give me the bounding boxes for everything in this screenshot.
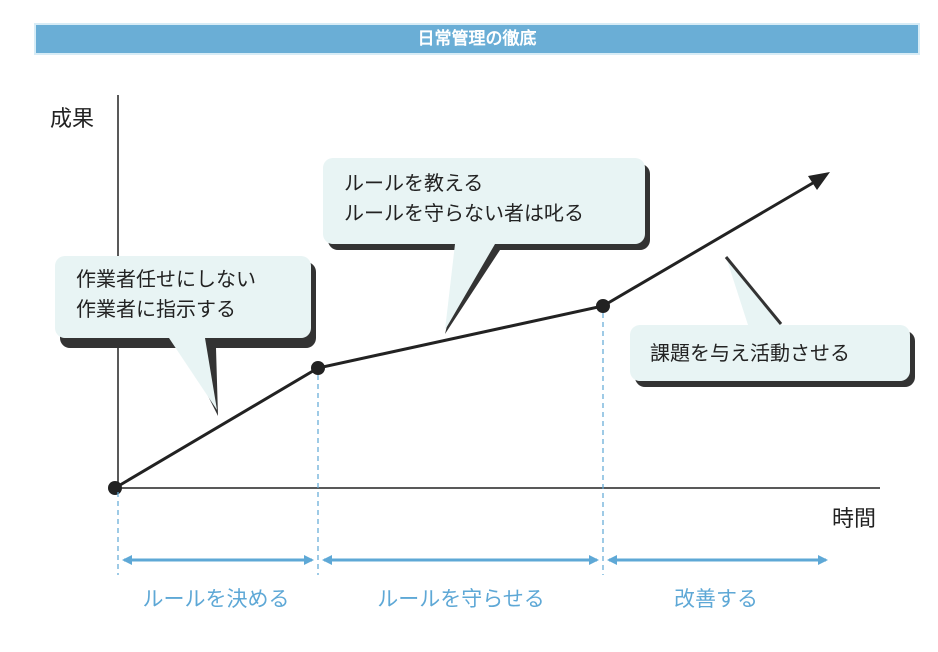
point-start bbox=[108, 481, 122, 495]
callout-3: 課題を与え活動させる bbox=[630, 256, 915, 387]
callout-3-line-1: 課題を与え活動させる bbox=[650, 341, 850, 365]
x-axis-label: 時間 bbox=[832, 507, 876, 532]
diagram-title: 日常管理の徹底 bbox=[34, 23, 920, 55]
callout-2: ルールを教える ルールを守らない者は叱る bbox=[323, 158, 650, 334]
growth-line bbox=[114, 178, 819, 490]
callout-1-line-1: 作業者任せにしない bbox=[76, 267, 256, 291]
phase-label-2: ルールを守らせる bbox=[377, 587, 545, 611]
callout-1: 作業者任せにしない 作業者に指示する bbox=[55, 256, 316, 416]
callout-1-line-2: 作業者に指示する bbox=[76, 297, 236, 321]
growth-arrowhead bbox=[808, 172, 830, 190]
phase-label-1: ルールを決める bbox=[143, 587, 290, 611]
point-1 bbox=[311, 361, 325, 375]
callout-2-line-2: ルールを守らない者は叱る bbox=[344, 201, 584, 225]
callout-2-line-1: ルールを教える bbox=[344, 171, 483, 195]
point-2 bbox=[596, 299, 610, 313]
y-axis-label: 成果 bbox=[50, 107, 94, 132]
phase-label-3: 改善する bbox=[674, 587, 758, 611]
